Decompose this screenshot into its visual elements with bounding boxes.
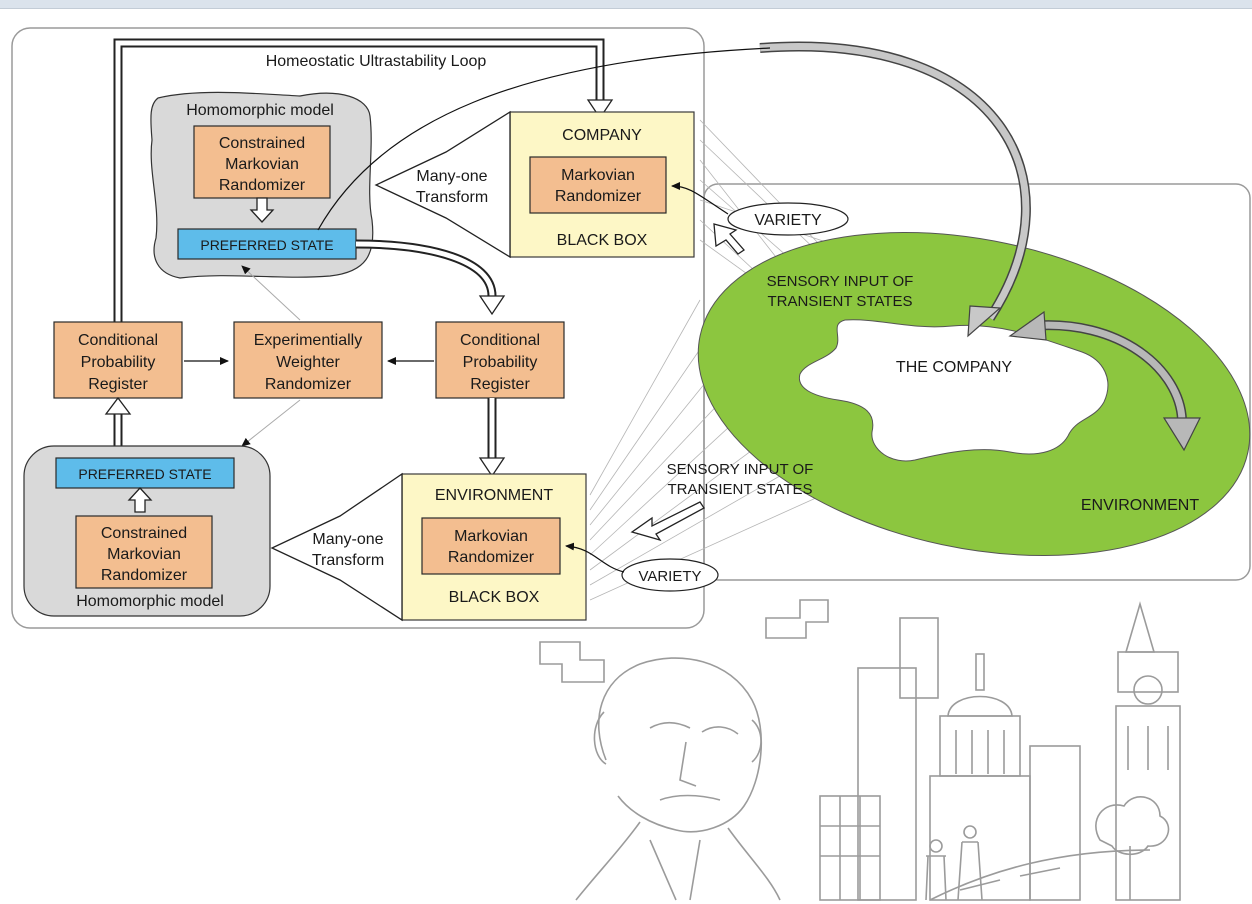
bottom-preferred-label: PREFERRED STATE <box>78 466 211 482</box>
variety-bottom-oval <box>621 558 719 592</box>
arrow-register-to-environment <box>478 398 506 478</box>
left-conditional-line3: Register <box>88 376 148 393</box>
bottom-constrained-line3: Randomizer <box>101 567 188 584</box>
right-conditional-line1: Conditional <box>460 332 540 349</box>
arrow-preferred-to-register <box>355 239 506 316</box>
experimental-line3: Randomizer <box>265 376 352 393</box>
loop-to-company-arrow <box>759 41 1031 338</box>
bottom-model-title: Homomorphic model <box>76 593 224 610</box>
top-model-title: Homomorphic model <box>186 102 334 119</box>
company-inner-line2: Randomizer <box>555 188 642 205</box>
bottom-transform-arrow <box>270 472 403 622</box>
top-preferred-label: PREFERRED STATE <box>200 237 333 253</box>
company-footer: BLACK BOX <box>557 232 648 249</box>
portrait-sketch-icon <box>575 657 781 901</box>
right-conditional-line2: Probability <box>463 354 538 371</box>
the-company-label: THE COMPANY <box>896 359 1012 376</box>
top-bar <box>0 0 1252 9</box>
top-constrained-line3: Randomizer <box>219 177 306 194</box>
experimental-line1: Experimentially <box>254 332 362 349</box>
top-transform-line1: Many-one <box>416 168 487 185</box>
sensory-bottom-arrow <box>630 501 705 542</box>
top-constrained-randomizer <box>193 125 331 199</box>
variety-bottom-label: VARIETY <box>638 568 701 585</box>
environment-inner-line1: Markovian <box>454 528 528 545</box>
bottom-transform-line2: Transform <box>312 552 384 569</box>
left-conditional-line1: Conditional <box>78 332 158 349</box>
environment-label: ENVIRONMENT <box>1081 497 1199 514</box>
decorative-squares <box>539 599 829 683</box>
sensory-top-line1: SENSORY INPUT OF <box>767 273 914 290</box>
environment-box-title: ENVIRONMENT <box>435 487 553 504</box>
environment-markovian-randomizer <box>421 517 561 575</box>
environment-box-footer: BLACK BOX <box>449 589 540 606</box>
right-conditional-register <box>435 321 565 399</box>
bottom-constrained-line1: Constrained <box>101 525 187 542</box>
top-transform-line2: Transform <box>416 189 488 206</box>
city-skyline-sketch-icon <box>819 601 1181 901</box>
top-transform-arrow <box>374 110 511 259</box>
right-conditional-line3: Register <box>470 376 530 393</box>
variety-top-oval <box>727 202 849 236</box>
bottom-constrained-line2: Markovian <box>107 546 181 563</box>
preferred-to-loop-line <box>317 47 771 231</box>
left-conditional-line2: Probability <box>81 354 156 371</box>
environment-inner-line2: Randomizer <box>448 549 535 566</box>
sensory-bottom-line1: SENSORY INPUT OF <box>667 461 814 478</box>
company-inner-line1: Markovian <box>561 167 635 184</box>
loop-label: Homeostatic Ultrastability Loop <box>266 53 487 70</box>
company-title: COMPANY <box>562 127 642 144</box>
company-markovian-randomizer <box>529 156 667 214</box>
bottom-transform-line1: Many-one <box>312 531 383 548</box>
top-constrained-line1: Constrained <box>219 135 305 152</box>
bottom-constrained-randomizer <box>75 515 213 589</box>
experimental-weighter-randomizer <box>233 321 383 399</box>
company-environment-arrow <box>1008 310 1201 452</box>
variety-bottom-input-arrow <box>565 542 625 573</box>
bottom-preferred-state <box>55 457 235 489</box>
variety-top-input-arrow <box>671 182 729 215</box>
top-constrained-line2: Markovian <box>225 156 299 173</box>
homeostatic-loop <box>113 38 614 322</box>
top-model-inner-arrow <box>249 197 275 223</box>
sensory-bottom-line2: TRANSIENT STATES <box>667 481 812 498</box>
bottom-model-inner-arrow <box>127 487 153 513</box>
experimental-line2: Weighter <box>276 354 340 371</box>
arrow-experimental-to-top-preferred <box>241 265 301 321</box>
sensory-top-arrow <box>713 223 745 255</box>
sensory-top-line2: TRANSIENT STATES <box>767 293 912 310</box>
variety-top-label: VARIETY <box>754 212 822 229</box>
arrow-experimental-to-bottom-preferred <box>241 399 301 447</box>
